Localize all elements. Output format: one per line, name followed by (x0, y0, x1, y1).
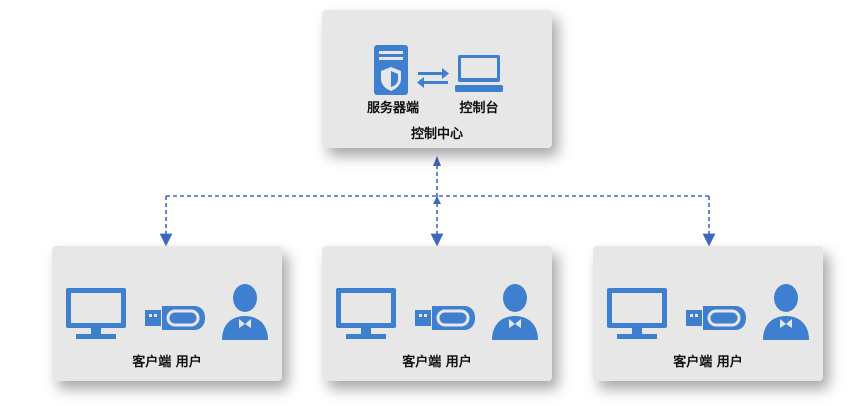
monitor-icon (336, 288, 396, 339)
user-icon (763, 284, 809, 340)
user-icon (492, 284, 538, 340)
console-icon (455, 55, 503, 92)
usb-key-icon (686, 306, 746, 330)
user-icon (222, 284, 268, 340)
client-label: 客户端 用户 (132, 355, 202, 370)
client-box-3: 客户端 用户 (593, 246, 823, 381)
control-center-box: 服务器端 控制台 控制中心 (322, 10, 552, 148)
client-label: 客户端 用户 (673, 355, 743, 370)
client-label: 客户端 用户 (402, 355, 472, 370)
server-label: 服务器端 (366, 101, 419, 116)
server-icon (374, 45, 408, 95)
control-center-title: 控制中心 (410, 127, 463, 142)
monitor-icon (66, 288, 126, 339)
client-box-1: 客户端 用户 (52, 246, 282, 381)
usb-key-icon (415, 306, 475, 330)
client-box-2: 客户端 用户 (322, 246, 552, 381)
console-label: 控制台 (459, 101, 499, 116)
exchange-arrows-icon (417, 68, 449, 88)
usb-key-icon (145, 306, 205, 330)
monitor-icon (607, 288, 667, 339)
